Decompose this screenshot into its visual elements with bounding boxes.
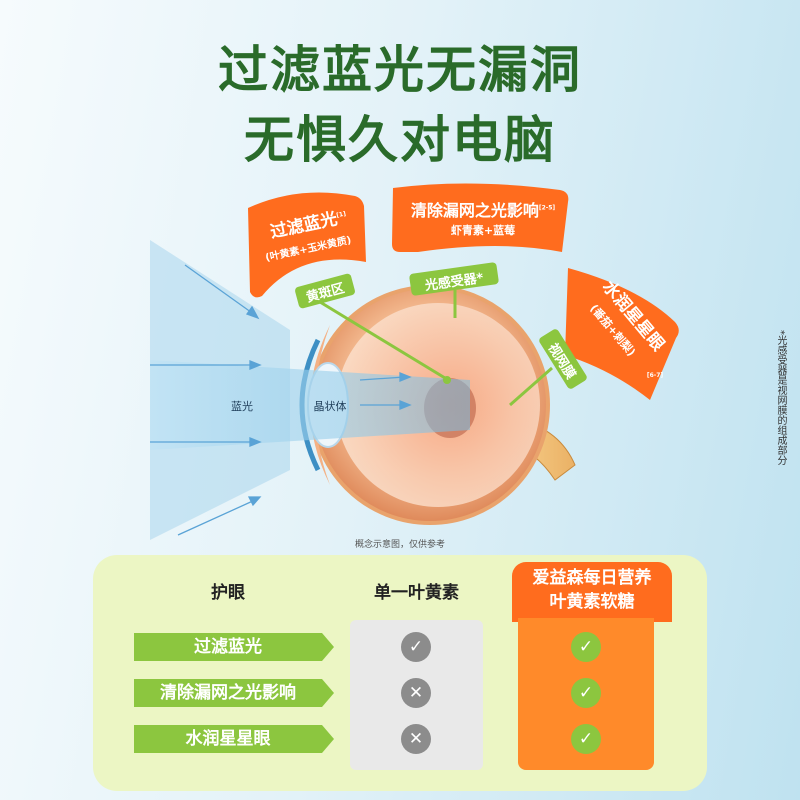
light-rays: [150, 264, 412, 536]
single-cross-icon: ✕: [401, 724, 431, 754]
badge-clean-ref: [2-5]: [538, 204, 556, 212]
headline-line2: 无惧久对电脑: [244, 111, 556, 169]
blue-beam: [150, 360, 470, 450]
brand-check-icon: ✓: [571, 678, 601, 708]
badge-filter-blue-light: [248, 192, 366, 298]
badge-moist-ref: [6-7]: [646, 372, 664, 379]
brand-check-icon: ✓: [571, 724, 601, 754]
side-footnote: *光感受器是视网膜的组成部分: [775, 330, 786, 465]
badge-clean-sub: 虾青素+蓝莓: [450, 224, 516, 237]
col-head-feature: 护眼: [211, 583, 245, 603]
row-label: 清除漏网之光影响: [134, 679, 334, 707]
col-head-brand: 爱益森每日营养 叶黄素软糖: [512, 562, 672, 622]
badge-moist-eyes: [565, 268, 679, 400]
headline-line1: 过滤蓝光无漏洞: [218, 41, 582, 99]
row-label: 过滤蓝光: [134, 633, 334, 661]
badge-filter-ref: [1]: [335, 210, 347, 220]
photoreceptor-tag: [409, 262, 499, 296]
brand-line1: 爱益森每日营养: [532, 568, 652, 588]
brand-check-icon: ✓: [571, 632, 601, 662]
col-head-single: 单一叶黄素: [374, 583, 459, 603]
diagram-caption: 概念示意图，仅供参考: [354, 540, 445, 550]
macula-tag: [295, 273, 355, 309]
single-cross-icon: ✕: [401, 678, 431, 708]
cornea: [310, 325, 330, 485]
single-check-icon: ✓: [401, 632, 431, 662]
blue-light-label: 蓝光: [231, 400, 253, 413]
macula-pointer: [319, 300, 446, 380]
badge-clean-title-text: 清除漏网之光影响: [410, 201, 539, 220]
retina-tag: [539, 329, 587, 389]
lens-label: 晶状体: [313, 400, 347, 413]
badge-clean-light: [392, 183, 569, 252]
brand-line2: 叶黄素软糖: [549, 592, 635, 612]
retina-pointer: [509, 366, 553, 407]
badge-clean-title: 清除漏网之光影响[2-5]: [398, 197, 568, 221]
row-label: 水润星星眼: [134, 725, 334, 753]
